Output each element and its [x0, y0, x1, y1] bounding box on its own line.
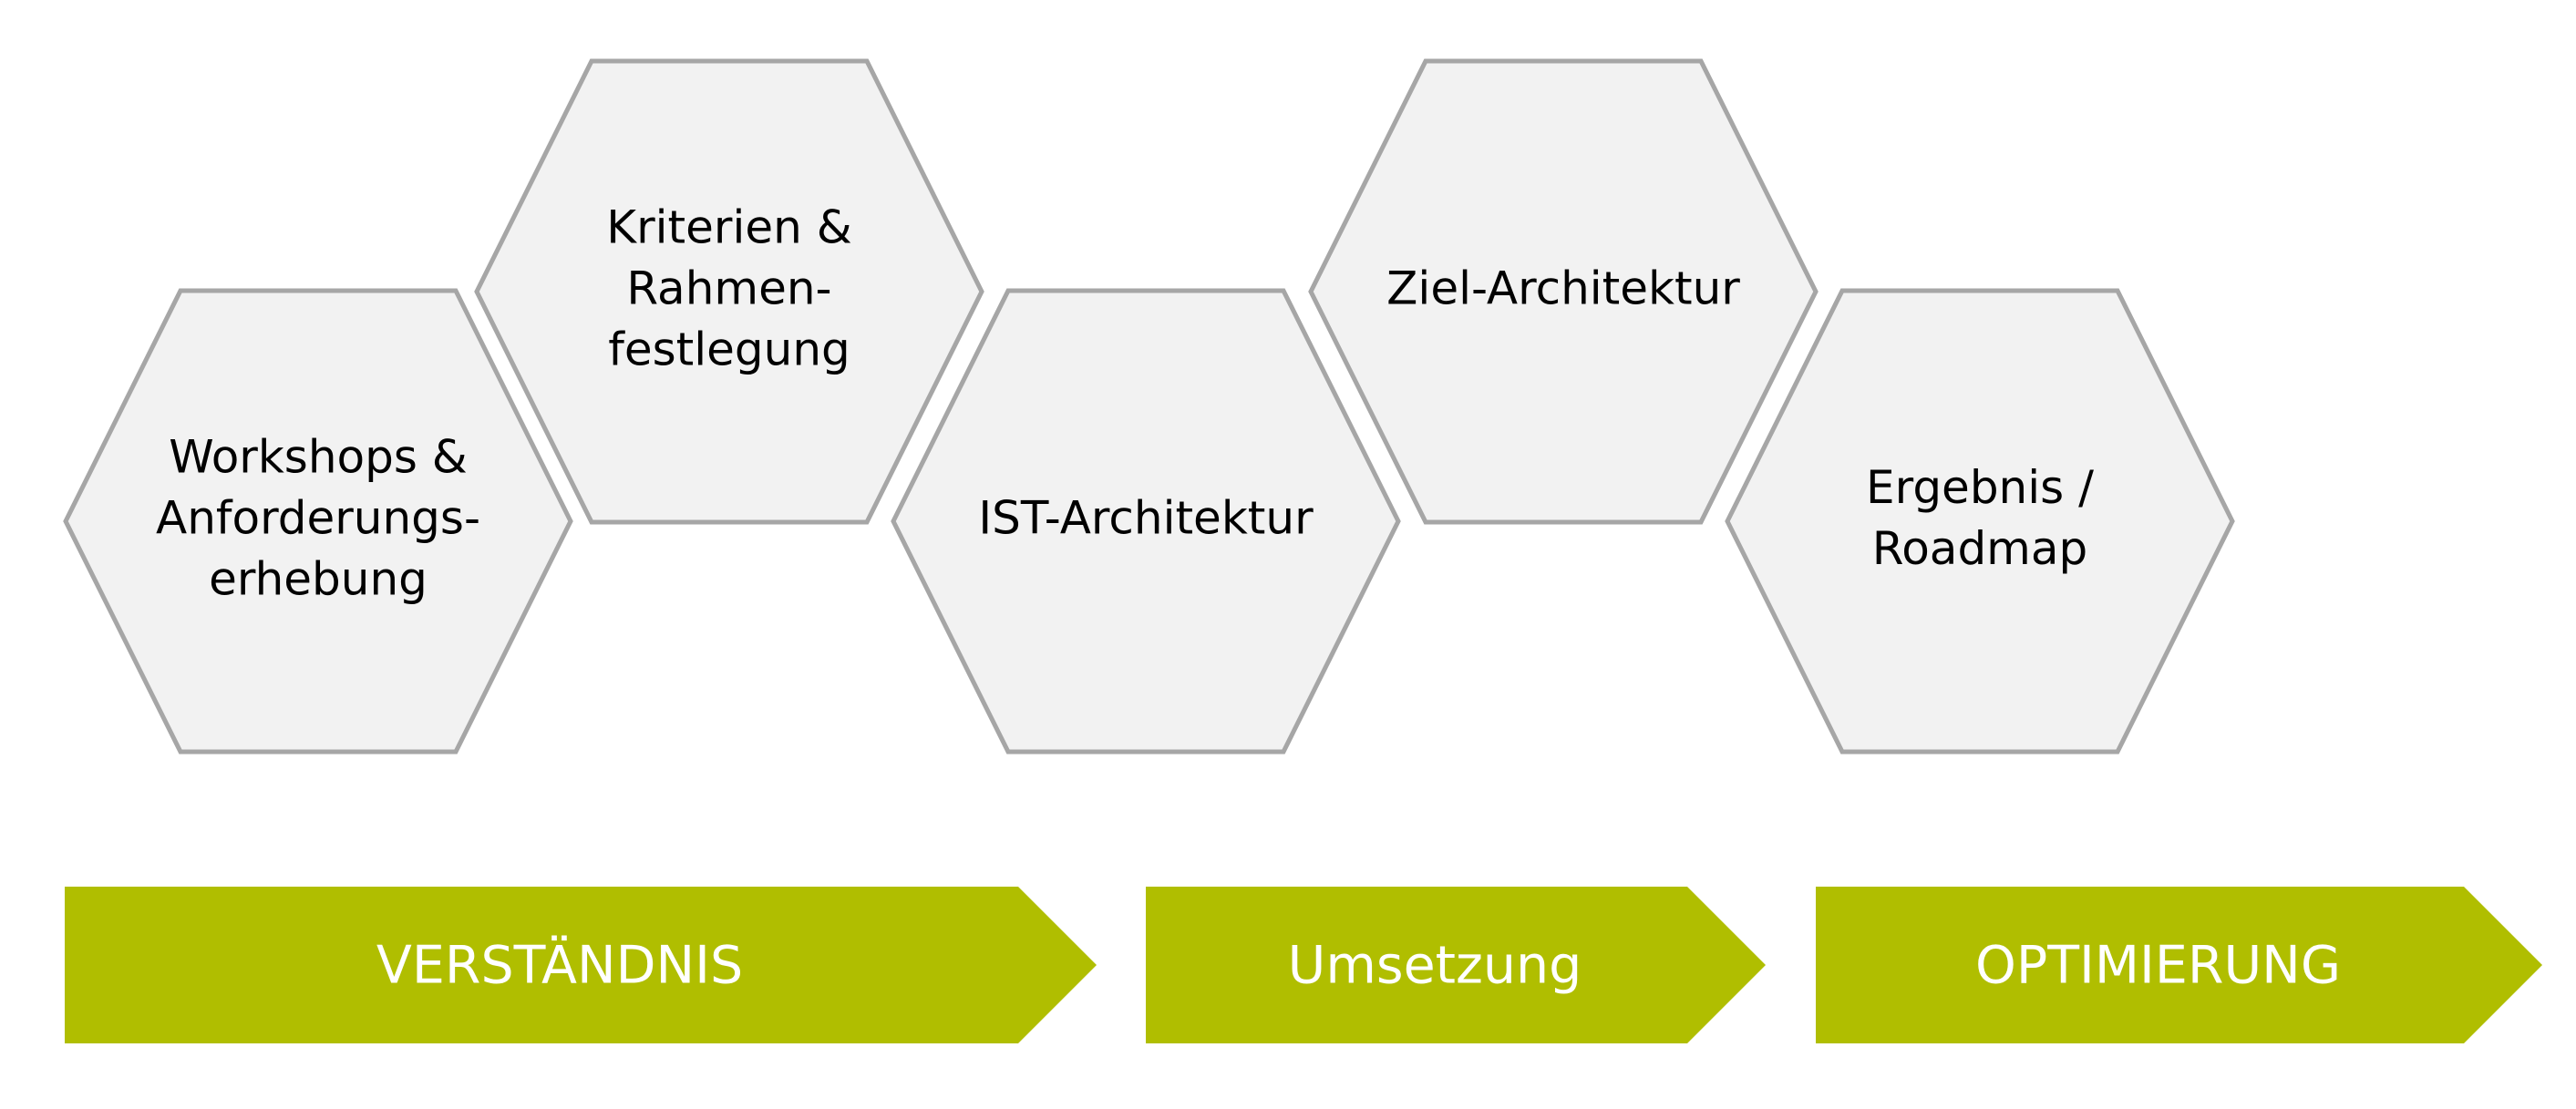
hexagon-label-line: festlegung — [608, 323, 850, 376]
hexagon-label-line: erhebung — [209, 553, 428, 606]
hexagon-shape — [1308, 58, 1819, 525]
phase-arrow-shape — [1816, 887, 2542, 1043]
hexagon-label-line: IST-Architektur — [978, 492, 1314, 545]
hexagon-shape — [63, 288, 573, 755]
phase-arrow-label: Umsetzung — [1288, 936, 1582, 996]
hexagon-kriterien: Kriterien & Rahmen-festlegung — [474, 58, 984, 525]
hexagon-ziel: Ziel-Architektur — [1308, 58, 1819, 525]
phase-arrow-label: VERSTÄNDNIS — [376, 935, 743, 996]
hexagon-workshops: Workshops & Anforderungs-erhebung — [63, 288, 573, 755]
hexagon-shape — [1725, 288, 2235, 755]
hexagon-layer: Workshops & Anforderungs-erhebung Kriterie… — [63, 58, 2235, 755]
hexagon-label-line: Roadmap — [1872, 522, 2088, 575]
phase-arrow-optimierung: OPTIMIERUNG — [1816, 887, 2542, 1043]
hexagon-label-line: Anforderungs- — [156, 492, 480, 545]
phase-arrow-shape — [1146, 887, 1766, 1043]
hexagon-label-line: Ziel-Architektur — [1386, 262, 1740, 315]
hexagon-label-line: Workshops & — [169, 431, 468, 484]
phase-arrow-umsetzung: Umsetzung — [1146, 887, 1766, 1043]
hexagon-label-line: Kriterien & — [606, 201, 851, 254]
phase-arrow-verstaendnis: VERSTÄNDNIS — [65, 887, 1097, 1043]
hexagon-ergebnis: Ergebnis / Roadmap — [1725, 288, 2235, 755]
hexagon-shape — [474, 58, 984, 525]
phase-arrow-layer: VERSTÄNDNIS Umsetzung OPTIMIERUNG — [65, 887, 2542, 1043]
hexagon-ist: IST-Architektur — [891, 288, 1401, 755]
hexagon-label-line: Rahmen- — [626, 262, 831, 315]
phase-arrow-shape — [65, 887, 1097, 1043]
hexagon-shape — [891, 288, 1401, 755]
phase-arrow-label: OPTIMIERUNG — [1975, 936, 2341, 996]
hexagon-label-line: Ergebnis / — [1866, 461, 2094, 514]
